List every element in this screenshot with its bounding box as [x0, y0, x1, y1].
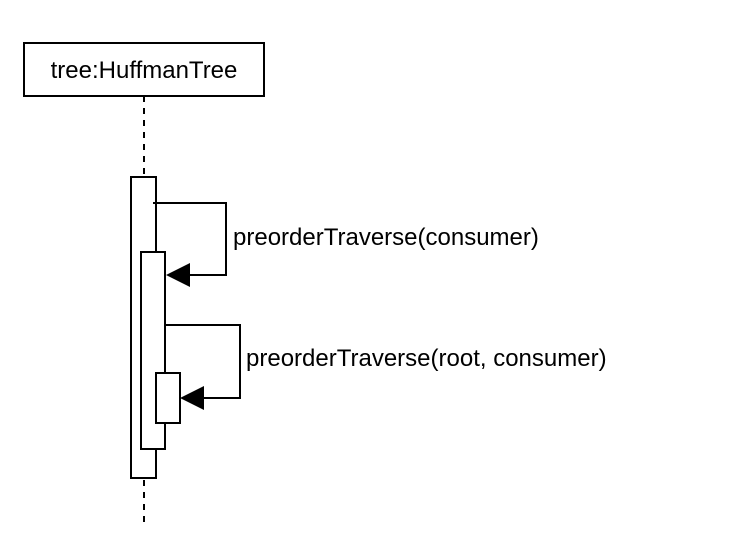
activation-bar-inner[interactable]: [155, 372, 181, 424]
lifeline-header-box[interactable]: [23, 42, 265, 97]
self-message-2-arrowhead: [180, 386, 204, 410]
lifeline-header-label: tree:HuffmanTree: [51, 57, 238, 84]
self-message-2-line[interactable]: [166, 324, 241, 399]
self-message-1-arrowhead: [166, 263, 190, 287]
self-message-1-line[interactable]: [153, 202, 227, 276]
self-message-1[interactable]: preorderTraverse(consumer): [153, 202, 539, 287]
self-message-2[interactable]: preorderTraverse(root, consumer): [166, 324, 607, 410]
self-message-2-label: preorderTraverse(root, consumer): [246, 345, 607, 372]
lifeline-header[interactable]: tree:HuffmanTree: [23, 42, 265, 97]
self-message-1-label: preorderTraverse(consumer): [233, 224, 539, 251]
